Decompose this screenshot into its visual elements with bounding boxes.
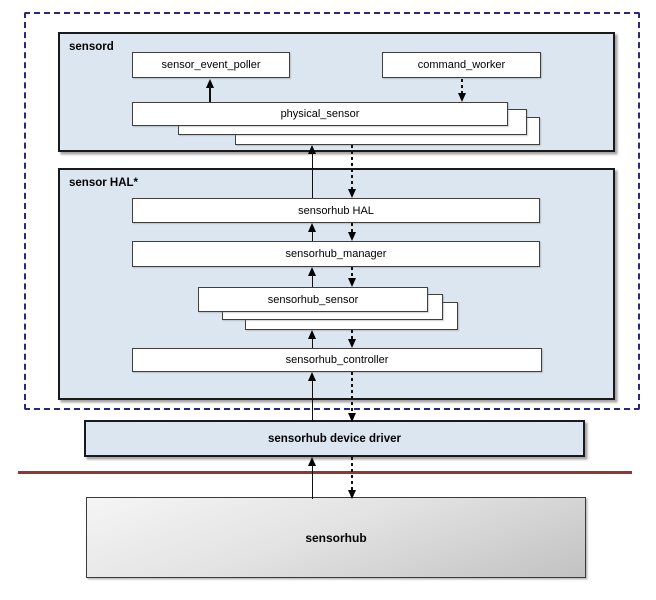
node-command-worker: command_worker [382,52,541,78]
node-physical-sensor: physical_sensor [132,102,508,126]
node-sensor-event-poller: sensor_event_poller [132,52,290,78]
arrow-down-line-to-manager [351,223,353,234]
group-sensord-label: sensord [69,41,114,53]
arrow-down-head-command-worker [457,93,466,102]
node-sensorhub-hal: sensorhub HAL [132,198,540,223]
arrow-down-line-command-worker [461,79,463,95]
arrow-down-head-to-controller [347,339,356,348]
node-sensorhub-controller: sensorhub_controller [132,348,542,372]
kernel-hardware-separator-line [18,471,632,474]
arrow-down-head-to-manager [347,232,356,241]
arrow-down-head-to-sensorhub-hal [347,189,356,198]
arrow-down-head-to-sensor [347,278,356,287]
arrow-down-head-to-sensorhub [347,490,356,499]
arrow-down-line-to-controller [351,330,353,341]
node-sensorhub-hardware: sensorhub [86,497,586,578]
arrow-up-head-sensorhub-controller [308,372,316,381]
arrow-up-line-sensorhub-manager [311,274,314,287]
arrow-down-head-to-driver [347,413,356,422]
group-sensor-hal-label: sensor HAL* [69,177,139,189]
node-sensorhub-sensor: sensorhub_sensor [198,287,428,312]
arrow-up-line-sensorhub-sensor [311,337,314,348]
arrow-up-line-physical-sensor [311,152,314,198]
arrow-up-head-device-driver [308,457,316,466]
arrow-up-head-sensorhub-manager [308,267,316,276]
arrow-down-line-to-sensor [351,267,353,280]
arrow-up-head-sensorhub-sensor [308,330,316,339]
userspace-dashed-frame [24,12,640,410]
arrow-up-line-sensorhub-controller [311,379,314,422]
arrow-up-head-event-poller [205,79,214,88]
arrow-up-head-sensorhub-hal [308,223,316,232]
arrow-down-line-to-sensorhub [351,457,353,492]
arrow-down-line-to-sensorhub-hal [351,145,353,191]
arrow-up-line-event-poller [209,86,211,102]
arrow-up-line-sensorhub-hal [311,230,314,241]
node-sensorhub-device-driver: sensorhub device driver [84,420,585,457]
arrow-up-line-device-driver [311,464,314,499]
node-sensorhub-manager: sensorhub_manager [132,241,540,267]
arrow-down-line-to-driver [351,372,353,415]
arrow-up-head-physical-sensor [308,145,316,154]
